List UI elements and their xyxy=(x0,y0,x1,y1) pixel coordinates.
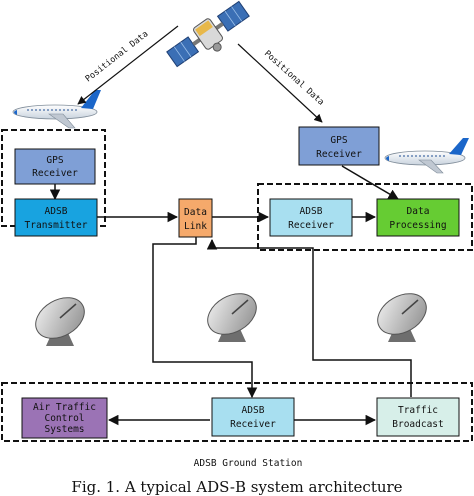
edge-satellite-left xyxy=(77,25,179,105)
node-adsb-transmitter: ADSB Transmitter xyxy=(14,198,98,237)
node-traffic-broadcast: Traffic Broadcast xyxy=(376,397,460,437)
node-adsb-receiver-top-line1: ADSB xyxy=(300,206,323,217)
node-gps-receiver-left-line2: Receiver xyxy=(32,168,78,179)
node-gps-receiver-left: GPS Receiver xyxy=(14,148,96,185)
node-adsb-transmitter-line2: Transmitter xyxy=(25,220,88,231)
node-traffic-broadcast-line1: Traffic xyxy=(398,405,438,416)
node-data-link: Data Link xyxy=(178,198,213,238)
node-gps-receiver-left-line1: GPS xyxy=(46,155,63,166)
node-adsb-receiver-bottom-line2: Receiver xyxy=(230,419,276,430)
node-adsb-receiver-top: ADSB Receiver xyxy=(269,198,353,237)
node-air-traffic-control-line3: Systems xyxy=(44,424,84,435)
airplane-icon xyxy=(12,90,101,129)
node-air-traffic-control-line1: Air Traffic xyxy=(33,402,96,413)
radar-dish-icon xyxy=(35,297,85,346)
node-gps-receiver-right-line1: GPS xyxy=(330,135,347,146)
node-data-link-line2: Link xyxy=(184,221,207,232)
radar-dish-icon xyxy=(207,293,257,342)
node-data-processing-line1: Data xyxy=(407,206,430,217)
ground-station-frame xyxy=(1,382,473,442)
node-gps-receiver-right-line2: Receiver xyxy=(316,149,362,160)
radar-dish-icon xyxy=(377,293,427,342)
node-data-link-line1: Data xyxy=(184,207,207,218)
node-gps-receiver-right: GPS Receiver xyxy=(298,126,380,166)
node-traffic-broadcast-line2: Broadcast xyxy=(392,419,443,430)
edge-label-right: Positional Data xyxy=(262,49,326,108)
edge-satellite-right xyxy=(237,43,323,123)
edge-label-left: Positional Data xyxy=(84,29,151,84)
node-adsb-receiver-bottom-line1: ADSB xyxy=(242,405,265,416)
node-data-processing-line2: Processing xyxy=(389,220,446,231)
figure-caption: Fig. 1. A typical ADS-B system architect… xyxy=(71,478,402,496)
airplane-icon xyxy=(384,138,469,174)
edge-gps-processing xyxy=(341,165,399,200)
node-adsb-transmitter-line1: ADSB xyxy=(45,206,68,217)
ground-station-label: ADSB Ground Station xyxy=(194,458,303,469)
node-data-processing: Data Processing xyxy=(376,198,460,237)
node-adsb-receiver-bottom: ADSB Receiver xyxy=(211,397,295,437)
satellite-icon xyxy=(166,0,250,68)
node-adsb-receiver-top-line2: Receiver xyxy=(288,220,334,231)
node-air-traffic-control: Air Traffic Control Systems xyxy=(21,397,108,439)
node-air-traffic-control-line2: Control xyxy=(44,413,84,424)
edge-broadcast-datalink xyxy=(206,238,412,397)
edge-datalink-bottom-receiver xyxy=(152,237,258,399)
